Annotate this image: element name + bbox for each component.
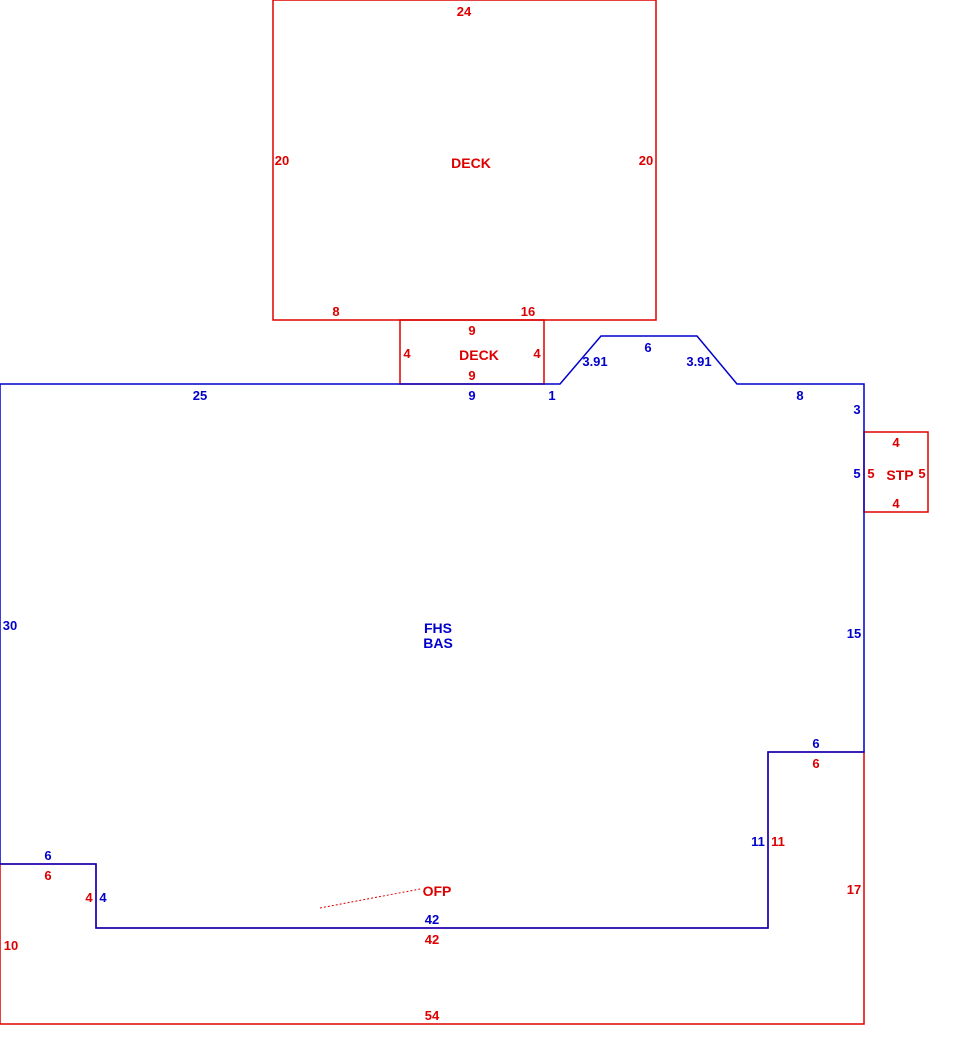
deck-small-dim-left: 4 bbox=[403, 346, 411, 361]
main-dim-left-step-top: 6 bbox=[44, 848, 51, 863]
main-dim-bay-top: 6 bbox=[644, 340, 651, 355]
deck-large-dim-bottom-left: 8 bbox=[332, 304, 339, 319]
stoop-dim-bottom: 4 bbox=[892, 496, 900, 511]
deck-large-label: DECK bbox=[451, 155, 491, 171]
deck-small-label: DECK bbox=[459, 347, 499, 363]
main-dim-bay-left: 3.91 bbox=[582, 354, 607, 369]
porch-dim-left: 10 bbox=[4, 938, 18, 953]
stoop-dim-right: 5 bbox=[918, 466, 925, 481]
stoop-label: STP bbox=[886, 467, 913, 483]
deck-small-dim-top: 9 bbox=[468, 323, 475, 338]
main-dim-right-stoop: 5 bbox=[853, 466, 860, 481]
main-dim-top-mid: 9 bbox=[468, 388, 475, 403]
main-dim-top-step: 1 bbox=[548, 388, 555, 403]
porch-dim-notch-side: 11 bbox=[771, 834, 785, 849]
deck-large-dim-bottom-right: 16 bbox=[521, 304, 535, 319]
main-dim-top-right: 8 bbox=[796, 388, 803, 403]
main-dim-right-lower: 15 bbox=[847, 626, 861, 641]
deck-small-dim-bottom: 9 bbox=[468, 368, 475, 383]
porch-dim-left-step-side: 4 bbox=[85, 890, 93, 905]
main-dim-top-left: 25 bbox=[193, 388, 207, 403]
main-dim-bottom: 42 bbox=[425, 912, 439, 927]
porch-dim-right: 17 bbox=[847, 882, 861, 897]
main-area-label-line2: BAS bbox=[423, 635, 453, 651]
porch-label-pointer bbox=[319, 888, 421, 909]
main-dim-notch-side: 11 bbox=[751, 834, 765, 849]
porch-dim-top-right: 6 bbox=[812, 756, 819, 771]
porch-dim-bottom: 54 bbox=[425, 1008, 440, 1023]
deck-small-dim-right: 4 bbox=[533, 346, 541, 361]
main-dim-left-step-side: 4 bbox=[99, 890, 107, 905]
stoop-dim-left: 5 bbox=[867, 466, 874, 481]
main-dim-left: 30 bbox=[3, 618, 17, 633]
main-house-outline bbox=[0, 335, 865, 929]
main-dim-bay-right: 3.91 bbox=[686, 354, 711, 369]
porch-label: OFP bbox=[423, 883, 452, 899]
porch-dim-top-inner: 42 bbox=[425, 932, 439, 947]
main-dim-right-upper: 3 bbox=[853, 402, 860, 417]
deck-large-dim-left: 20 bbox=[275, 153, 289, 168]
deck-large-dim-right: 20 bbox=[639, 153, 653, 168]
stoop-dim-top: 4 bbox=[892, 435, 900, 450]
main-dim-notch-top: 6 bbox=[812, 736, 819, 751]
porch-dim-left-step-top: 6 bbox=[44, 868, 51, 883]
main-area-label-line1: FHS bbox=[424, 620, 452, 636]
deck-large-dim-top: 24 bbox=[457, 4, 472, 19]
